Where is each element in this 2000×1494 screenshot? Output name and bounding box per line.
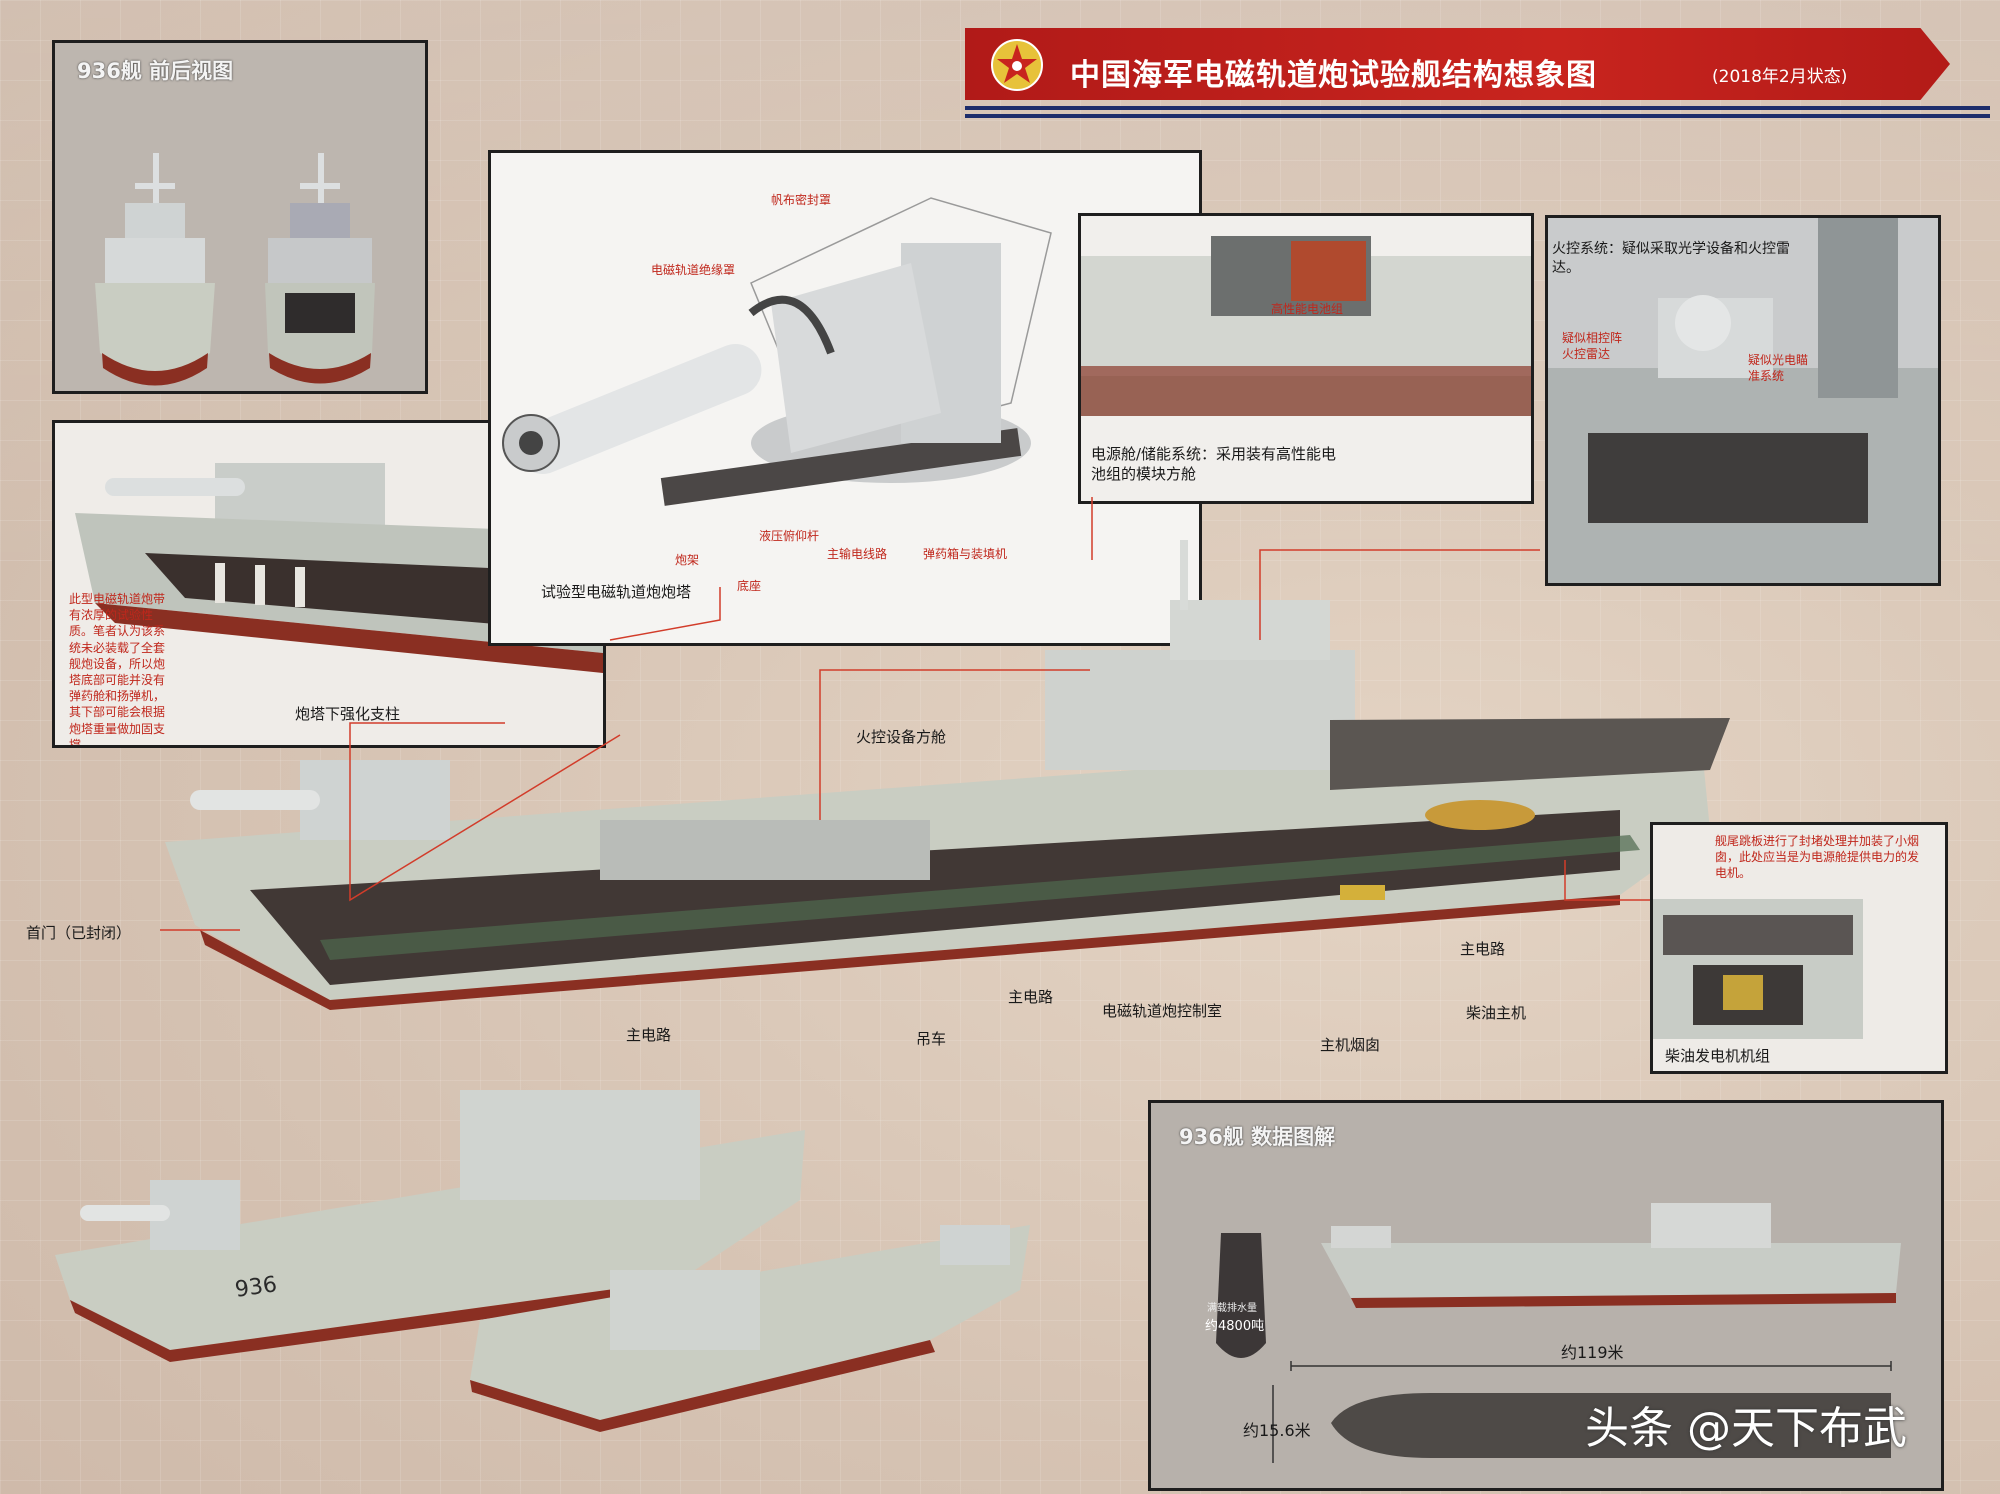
- eo-sight-label: 疑似光电瞄准系统: [1748, 353, 1809, 384]
- turret-caption: 试验型电磁轨道炮炮塔: [541, 583, 692, 601]
- render-ship-1: [55, 1090, 805, 1362]
- fire-control-panel: 火控系统：疑似采取光学设备和火控雷达。 疑似相控阵火控雷达 疑似光电瞄准系统: [1545, 215, 1941, 586]
- page-subtitle: (2018年2月状态): [1712, 67, 1848, 87]
- canvas-cover-label: 帆布密封罩: [771, 193, 832, 207]
- front-back-view-graphic: [95, 153, 375, 386]
- railgun-control-room-label: 电磁轨道炮控制室: [1102, 1002, 1223, 1020]
- title-stripe: [965, 114, 1990, 118]
- displacement-label: 满载排水量: [1207, 1303, 1257, 1314]
- stern-note: 舰尾跳板进行了封堵处理并加装了小烟囱，此处应当是为电源舱提供电力的发电机。: [1715, 834, 1920, 881]
- rail-insulation-label: 电磁轨道绝缘罩: [651, 263, 736, 277]
- page-title: 中国海军电磁轨道炮试验舰结构想象图: [1070, 58, 1597, 93]
- fire-control-text: 火控系统：疑似采取光学设备和火控雷达。: [1552, 241, 1790, 276]
- data-graphic: [1216, 1203, 1901, 1463]
- turret-strut-label: 炮塔下强化支柱: [295, 705, 401, 723]
- displacement-value: 约4800吨: [1205, 1319, 1265, 1334]
- title-banner: [965, 28, 1950, 100]
- main-cable-label: 主输电线路: [827, 547, 888, 561]
- navy-emblem-icon: [990, 38, 1044, 92]
- beam-value: 约15.6米: [1243, 1421, 1311, 1440]
- battery-panel: 高性能电池组 电源舱/储能系统：采用装有高性能电池组的模块方舱: [1078, 213, 1534, 504]
- crane-label: 吊车: [916, 1030, 947, 1048]
- main-circuit-label-1: 主电路: [626, 1026, 672, 1044]
- front-back-view-title: 936舰 前后视图: [77, 59, 234, 83]
- main-circuit-label-2: 主电路: [1008, 988, 1054, 1006]
- turret-graphic: [502, 197, 1052, 506]
- fire-control-cabin-label: 火控设备方舱: [856, 728, 947, 746]
- data-panel: 936舰 数据图解 满载排水量 约4800吨 约119米 约15.6米: [1148, 1100, 1944, 1491]
- bow-closeup-panel: 此型电磁轨道炮带有浓厚的试验性质。笔者认为该系统未必装载了全套舰炮设备，所以炮塔…: [52, 420, 606, 748]
- main-circuit-label-3: 主电路: [1460, 940, 1506, 958]
- render-ship-2: [470, 1225, 1030, 1432]
- stern-panel: 舰尾跳板进行了封堵处理并加装了小烟囱，此处应当是为电源舱提供电力的发电机。 柴油…: [1650, 822, 1948, 1074]
- battery-graphic: [1081, 236, 1531, 416]
- bow-door-label: 首门（已封闭）: [26, 924, 132, 942]
- diesel-main-engine-label: 柴油主机: [1466, 1004, 1527, 1022]
- watermark: 头条 @天下布武: [1585, 1403, 1907, 1454]
- battery-inner-label: 高性能电池组: [1271, 302, 1344, 316]
- bow-note: 此型电磁轨道炮带有浓厚的试验性质。笔者认为该系统未必装载了全套舰炮设备，所以炮塔…: [69, 592, 166, 748]
- battery-caption: 电源舱/储能系统：采用装有高性能电池组的模块方舱: [1091, 445, 1337, 484]
- gun-mount-label: 炮架: [675, 553, 700, 567]
- phased-radar-label: 疑似相控阵火控雷达: [1562, 331, 1623, 362]
- hydraulic-rod-label: 液压俯仰杆: [759, 529, 820, 543]
- title-stripe: [965, 106, 1990, 110]
- data-panel-title: 936舰 数据图解: [1179, 1125, 1336, 1149]
- length-value: 约119米: [1561, 1343, 1624, 1362]
- base-label: 底座: [737, 579, 762, 593]
- main-funnel-label: 主机烟囱: [1320, 1036, 1381, 1054]
- generator-caption: 柴油发电机机组: [1665, 1047, 1771, 1065]
- fire-control-graphic: [1548, 218, 1938, 583]
- ammo-box-label: 弹药箱与装填机: [923, 547, 1008, 561]
- front-back-view-panel: 936舰 前后视图: [52, 40, 428, 394]
- stern-graphic: [1653, 899, 1863, 1039]
